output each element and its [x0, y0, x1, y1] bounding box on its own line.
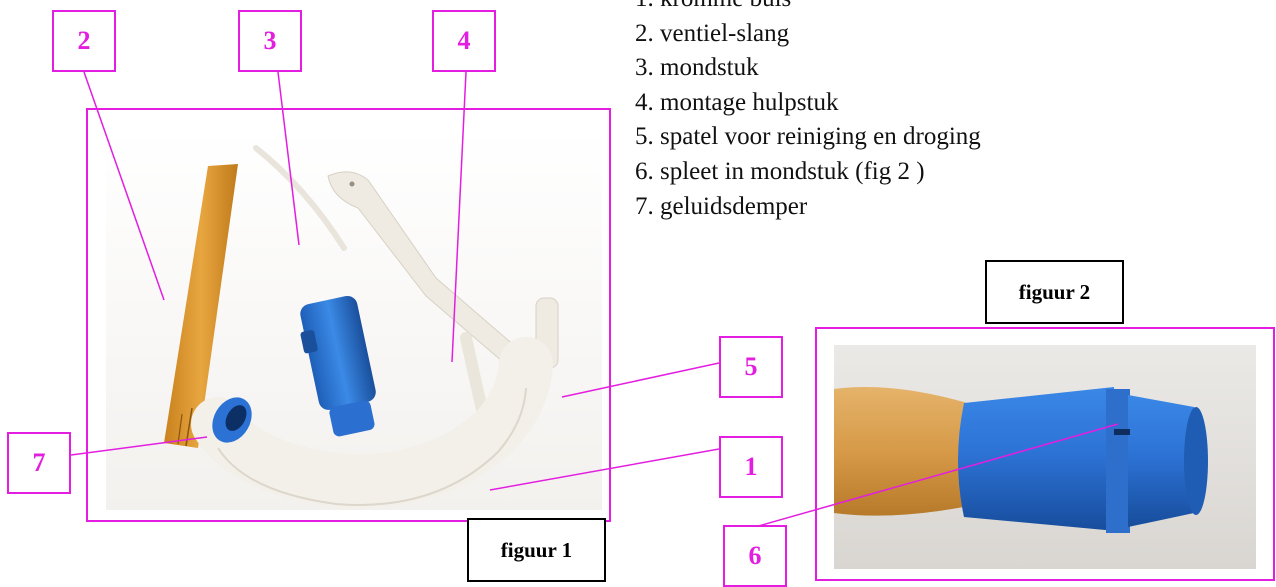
figure-2-photo: [834, 345, 1256, 569]
figure-1-label: figuur 1: [467, 518, 606, 582]
figure-1-photo: [106, 128, 602, 510]
label-box-2: 2: [52, 10, 116, 72]
label-box-4: 4: [432, 10, 496, 72]
label-box-1: 1: [719, 436, 783, 498]
label-box-6: 6: [723, 525, 787, 587]
legend-item-4: 4. montage hulpstuk: [635, 86, 981, 121]
legend-item-5: 5. spatel voor reiniging en droging: [635, 120, 981, 155]
label-box-3: 3: [238, 10, 302, 72]
legend-item-6: 6. spleet in mondstuk (fig 2 ): [635, 155, 981, 190]
legend-item-3: 3. mondstuk: [635, 51, 981, 86]
label-box-7: 7: [7, 432, 71, 494]
label-box-5: 5: [719, 336, 783, 398]
legend-item-2: 2. ventiel-slang: [635, 17, 981, 52]
figure-2-label: figuur 2: [985, 260, 1124, 324]
parts-legend: 1. kromme buis 2. ventiel-slang 3. monds…: [635, 0, 981, 224]
legend-item-1: 1. kromme buis: [635, 0, 981, 17]
legend-item-7: 7. geluidsdemper: [635, 190, 981, 225]
